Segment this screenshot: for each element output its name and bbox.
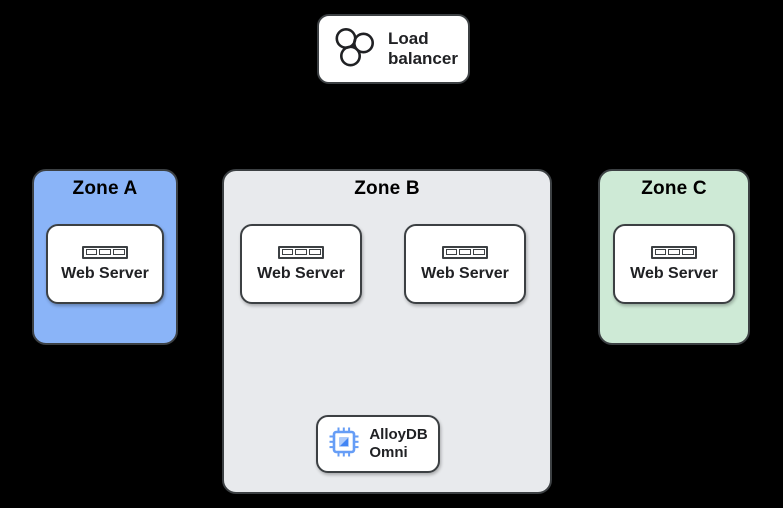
web-server-zone-a[interactable]: Web Server [46,224,164,304]
web-server-label: Web Server [61,264,149,282]
server-rack-icon [82,245,128,259]
three-circles-icon [333,25,377,74]
alloydb-omni-label: AlloyDB Omni [369,426,428,461]
load-balancer-label: Load balancer [388,28,458,68]
zone-a-label: Zone A [72,178,138,199]
server-rack-icon [442,245,488,259]
web-server-label: Web Server [257,264,345,282]
web-server-zone-c[interactable]: Web Server [613,224,735,304]
server-rack-icon [278,245,324,259]
alloydb-omni-node[interactable]: AlloyDB Omni [316,415,440,473]
server-rack-icon [651,245,697,259]
web-server-label: Web Server [630,264,718,282]
load-balancer-node[interactable]: Load balancer [317,14,470,84]
cpu-chip-icon [328,426,360,463]
web-server-zone-b-2[interactable]: Web Server [404,224,526,304]
web-server-label: Web Server [421,264,509,282]
zone-b-label: Zone B [354,178,420,199]
zone-c-label: Zone C [641,178,707,199]
web-server-zone-b-1[interactable]: Web Server [240,224,362,304]
